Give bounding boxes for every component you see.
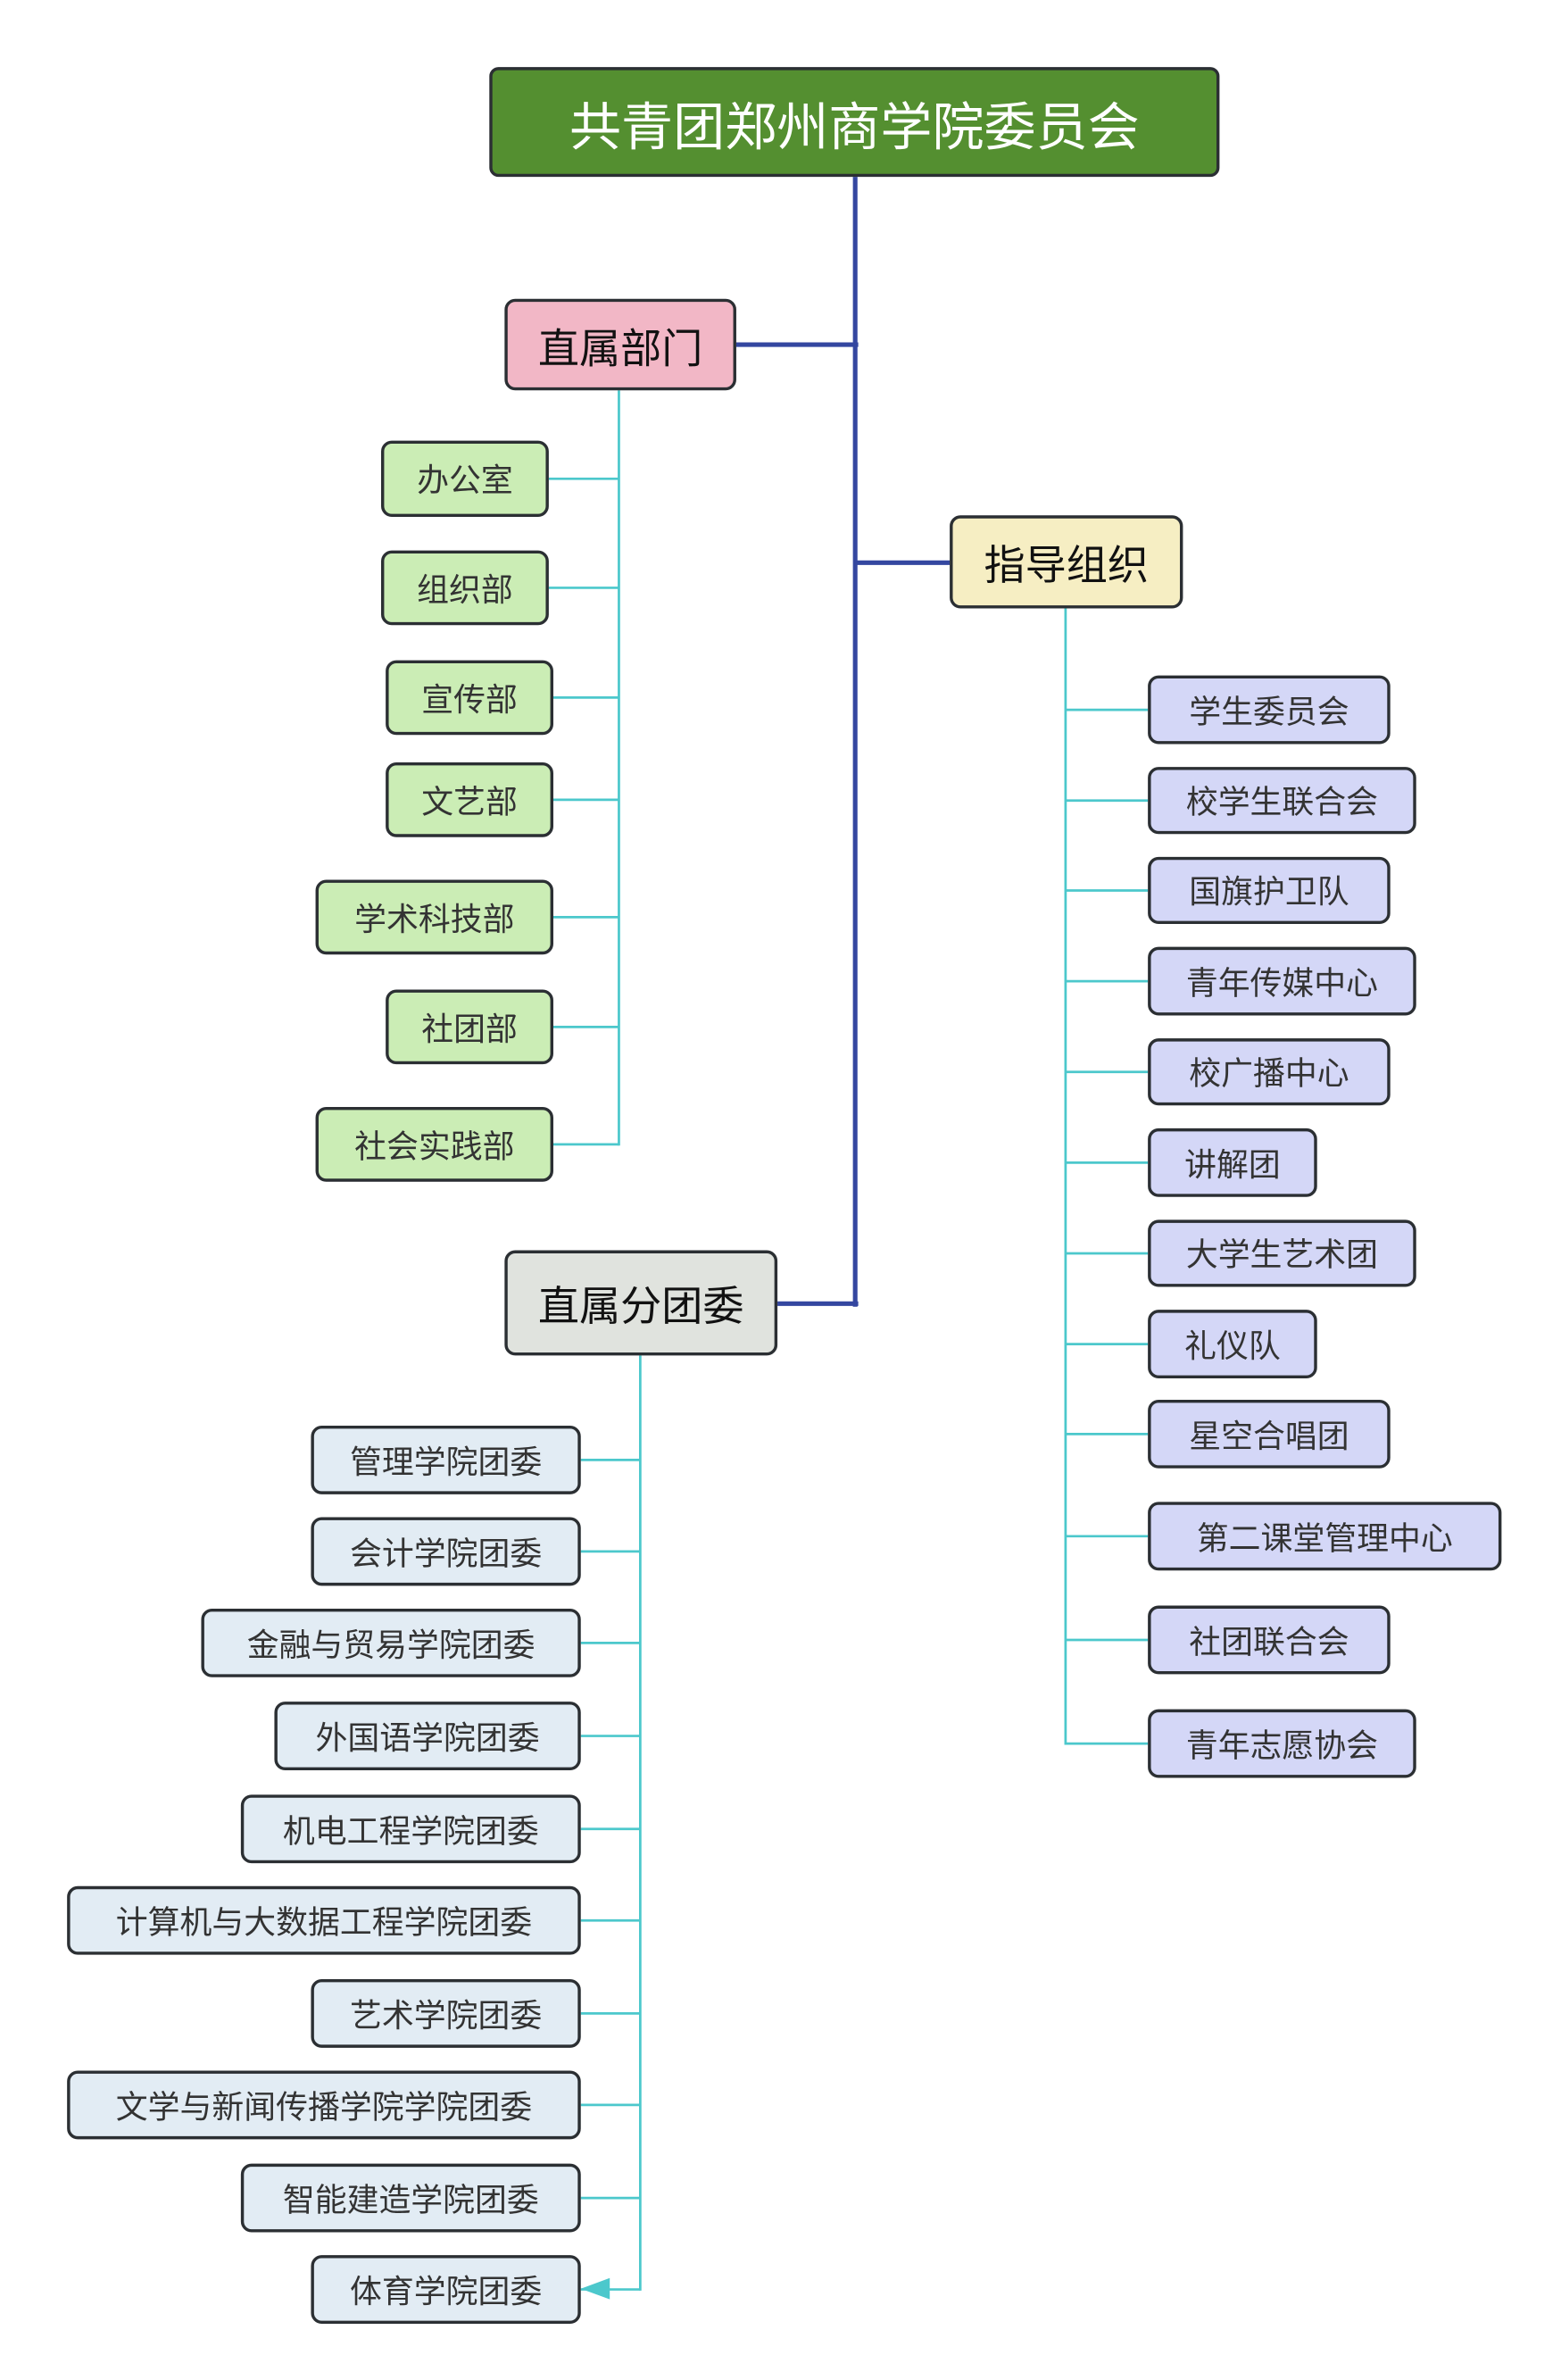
departments-child-node[interactable]: 办公室: [381, 440, 549, 518]
guidance-child-node[interactable]: 礼仪队: [1148, 1310, 1317, 1379]
guidance-child-node[interactable]: 社团联合会: [1148, 1605, 1391, 1675]
arrowhead-icon: [580, 2277, 610, 2300]
sub_committees-child-node[interactable]: 会计学院团委: [311, 1517, 581, 1586]
guidance-child-node[interactable]: 讲解团: [1148, 1128, 1317, 1197]
departments-child-node[interactable]: 社团部: [386, 989, 554, 1065]
branch-sub-committees[interactable]: 直属分团委: [504, 1250, 778, 1356]
sub_committees-child-node[interactable]: 体育学院团委: [311, 2255, 581, 2324]
departments-child-node[interactable]: 学术科技部: [315, 879, 554, 955]
root-node[interactable]: 共青团郑州商学院委员会: [489, 67, 1220, 178]
guidance-child-node[interactable]: 学生委员会: [1148, 675, 1391, 745]
sub_committees-child-node[interactable]: 艺术学院团委: [311, 1978, 581, 2048]
guidance-child-node[interactable]: 星空合唱团: [1148, 1399, 1391, 1469]
guidance-child-node[interactable]: 校学生联合会: [1148, 767, 1416, 835]
guidance-child-node[interactable]: 国旗护卫队: [1148, 856, 1391, 925]
sub_committees-child-node[interactable]: 外国语学院团委: [274, 1702, 581, 1770]
departments-child-node[interactable]: 组织部: [381, 550, 549, 626]
branch-guidance[interactable]: 指导组织: [950, 515, 1183, 609]
sub_committees-child-node[interactable]: 文学与新闻传播学院学院团委: [67, 2070, 581, 2140]
sub_committees-child-node[interactable]: 管理学院团委: [311, 1425, 581, 1494]
departments-child-node[interactable]: 宣传部: [386, 660, 554, 736]
branch-departments[interactable]: 直属部门: [504, 298, 736, 391]
guidance-child-node[interactable]: 青年志愿协会: [1148, 1709, 1416, 1778]
guidance-child-node[interactable]: 青年传媒中心: [1148, 946, 1416, 1016]
departments-child-node[interactable]: 文艺部: [386, 762, 554, 837]
sub_committees-child-node[interactable]: 机电工程学院团委: [240, 1794, 581, 1864]
sub_committees-child-node[interactable]: 智能建造学院团委: [240, 2163, 581, 2233]
guidance-child-node[interactable]: 第二课堂管理中心: [1148, 1502, 1502, 1571]
guidance-child-node[interactable]: 校广播中心: [1148, 1038, 1391, 1106]
sub_committees-child-node[interactable]: 计算机与大数据工程学院团委: [67, 1885, 581, 1955]
departments-child-node[interactable]: 社会实践部: [315, 1107, 554, 1182]
guidance-child-node[interactable]: 大学生艺术团: [1148, 1219, 1416, 1287]
sub_committees-child-node[interactable]: 金融与贸易学院团委: [201, 1608, 581, 1677]
